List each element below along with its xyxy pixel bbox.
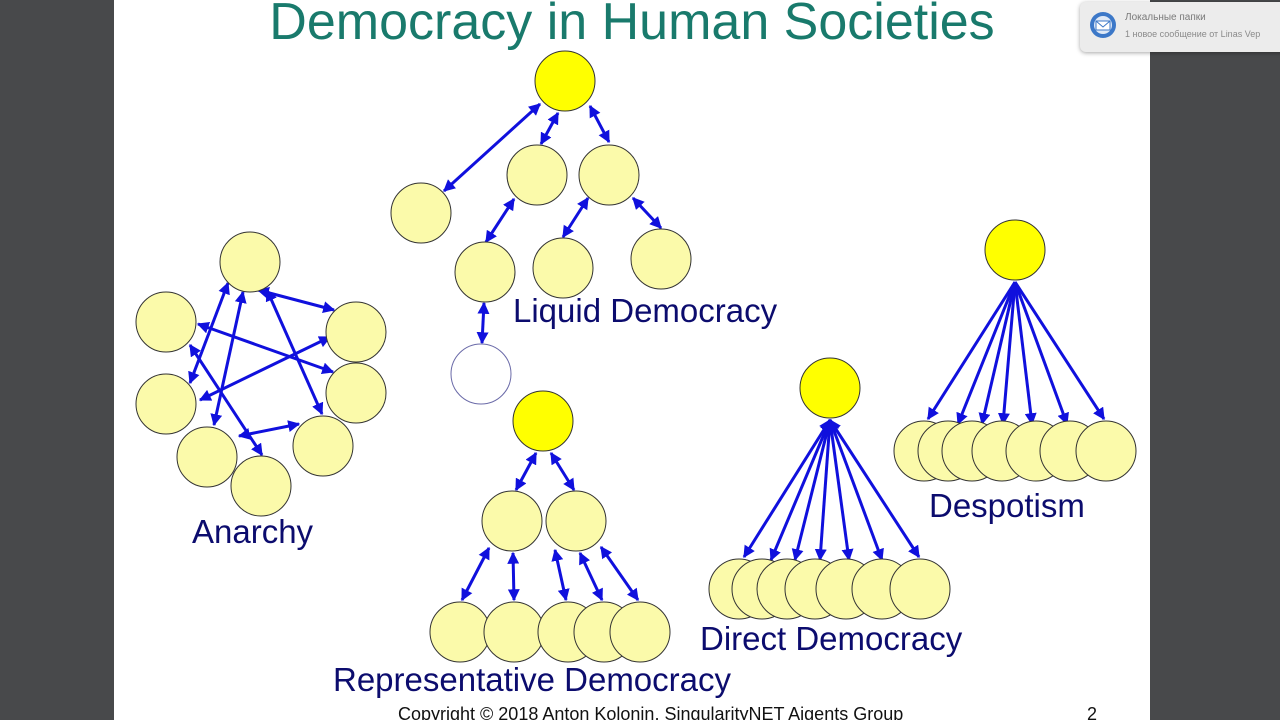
liquid-delegate-node xyxy=(506,144,568,206)
governance-diagram xyxy=(135,50,1137,663)
representative-democracy-label: Representative Democracy xyxy=(333,661,731,698)
presentation-slide: Democracy in Human Societies Liquid Demo… xyxy=(114,0,1150,720)
despotism-leader-node xyxy=(984,219,1046,281)
page-number: 2 xyxy=(1087,704,1098,720)
despotism-arrow xyxy=(1013,281,1106,421)
anarchy-label: Anarchy xyxy=(192,513,314,550)
node-layer xyxy=(135,50,1137,663)
representative-voter-node xyxy=(483,601,545,663)
liquid-arrow xyxy=(631,196,663,230)
liquid-arrow xyxy=(561,196,590,239)
despotism-arrow xyxy=(978,281,1017,426)
despotism-arrow xyxy=(1013,281,1069,426)
despotism-arrow xyxy=(1013,281,1037,426)
representative-arrow xyxy=(514,451,538,492)
notification-title: Локальные папки xyxy=(1125,12,1206,23)
liquid-arrow xyxy=(539,111,560,146)
despotism-arrow xyxy=(997,281,1017,426)
anarchy-node xyxy=(230,455,292,517)
arrow-layer xyxy=(188,102,1106,602)
representative-voter-node xyxy=(609,601,671,663)
liquid-arrow xyxy=(588,104,611,144)
anarchy-node xyxy=(135,373,197,435)
liquid-arrow xyxy=(484,197,516,244)
direct-democracy-voter-node xyxy=(889,558,951,620)
right-backdrop xyxy=(1150,0,1280,720)
liquid-voter-node xyxy=(454,241,516,303)
notification-message: 1 новое сообщение от Linas Vep xyxy=(1125,29,1261,39)
liquid-leader-node xyxy=(534,50,596,112)
liquid-delegate-node xyxy=(578,144,640,206)
anarchy-arrow xyxy=(198,335,332,402)
direct-democracy-label: Direct Democracy xyxy=(700,620,963,657)
liquid-arrow xyxy=(442,102,542,193)
liquid-voter-node xyxy=(390,182,452,244)
liquid-passive-node xyxy=(450,343,512,405)
liquid-voter-node xyxy=(630,228,692,290)
despotism-arrow xyxy=(926,281,1017,421)
representative-arrow xyxy=(551,548,570,602)
representative-arrow xyxy=(549,451,576,492)
copyright-footer: Copyright © 2018 Anton Kolonin, Singular… xyxy=(398,704,904,720)
liquid-voter-node xyxy=(532,237,594,299)
anarchy-node xyxy=(219,231,281,293)
representative-leader-node xyxy=(512,390,574,452)
representative-arrow xyxy=(599,546,640,601)
direct-democracy-arrow xyxy=(742,418,832,559)
direct-democracy-arrow xyxy=(825,418,854,562)
anarchy-node xyxy=(176,426,238,488)
direct-democracy-leader-node xyxy=(799,357,861,419)
despotism-subject-node xyxy=(1075,420,1137,482)
slide-title: Democracy in Human Societies xyxy=(269,0,995,51)
representative-delegate-node xyxy=(481,490,543,552)
thunderbird-icon xyxy=(1090,12,1116,38)
anarchy-node xyxy=(325,362,387,424)
liquid-arrow xyxy=(476,301,490,345)
direct-democracy-arrow xyxy=(828,418,921,559)
anarchy-arrow xyxy=(237,420,301,440)
anarchy-node xyxy=(135,291,197,353)
representative-arrow xyxy=(578,551,604,602)
liquid-democracy-label: Liquid Democracy xyxy=(513,292,778,329)
representative-delegate-node xyxy=(545,490,607,552)
representative-voter-node xyxy=(429,601,491,663)
anarchy-node xyxy=(325,301,387,363)
representative-arrow xyxy=(460,546,491,602)
despotism-arrow xyxy=(956,281,1017,426)
mail-notification[interactable]: Локальные папки 1 новое сообщение от Lin… xyxy=(1080,2,1280,52)
left-backdrop xyxy=(0,0,114,720)
representative-arrow xyxy=(507,551,520,602)
anarchy-node xyxy=(292,415,354,477)
despotism-label: Despotism xyxy=(929,487,1085,524)
anarchy-arrow xyxy=(196,321,335,375)
